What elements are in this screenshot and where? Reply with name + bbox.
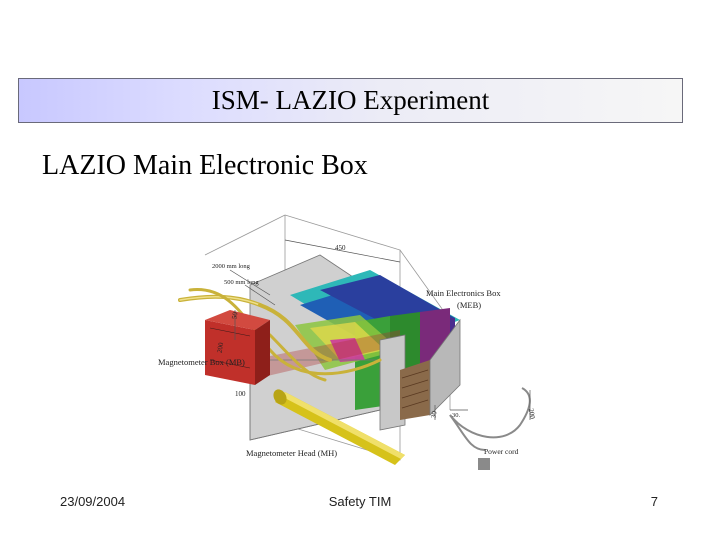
experiment-diagram: 2000 mm long 500 mm long 450 50 200 100 …	[158, 214, 537, 470]
label-power-cord: Power cord	[484, 447, 519, 456]
power-plug	[478, 458, 490, 470]
label-mag-box: Magnetometer Box (MB)	[158, 357, 245, 367]
label-dim-bottom-right: 30.	[452, 412, 461, 419]
dimension-lines	[229, 239, 531, 420]
label-dim-side: 200	[216, 341, 226, 353]
slide-title: ISM- LAZIO Experiment	[211, 85, 490, 115]
label-dim-base: 100	[235, 390, 246, 398]
footer-center: Safety TIM	[328, 494, 392, 509]
label-dim-bottom: 30	[430, 410, 439, 419]
slide-subtitle: LAZIO Main Electronic Box	[42, 150, 368, 181]
cables	[178, 288, 382, 382]
power-cord	[449, 387, 531, 439]
label-dim-left: 50	[230, 311, 239, 320]
label-dim-top: 450	[335, 244, 346, 252]
label-main-box-abbrev: (MEB)	[457, 300, 481, 310]
label-mag-head: Magnetometer Head (MH)	[246, 448, 337, 458]
label-500mm: 500 mm long	[224, 279, 259, 286]
title-banner: ISM- LAZIO Experiment	[18, 78, 683, 123]
label-dim-right: 200	[527, 408, 537, 420]
magnetometer-head	[273, 389, 405, 465]
page-number: 7	[650, 494, 658, 509]
magnetometer-box	[205, 310, 270, 385]
footer-date: 23/09/2004	[60, 494, 126, 509]
label-main-box: Main Electronics Box	[426, 288, 501, 298]
label-2000mm: 2000 mm long	[212, 263, 251, 270]
